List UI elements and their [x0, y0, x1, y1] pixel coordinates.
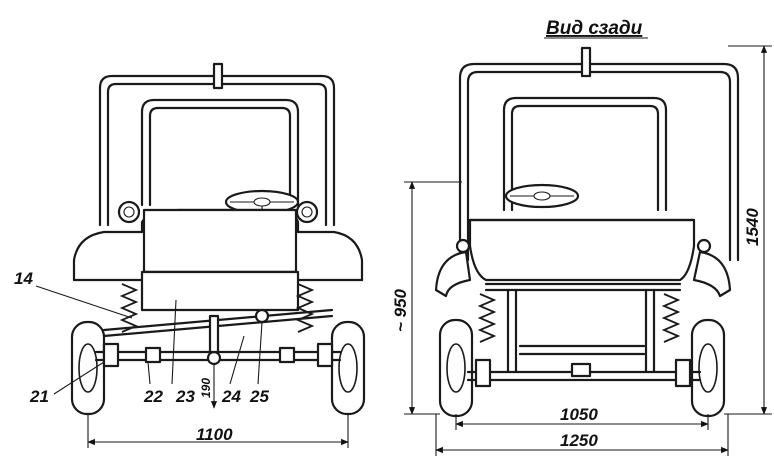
label-25: 25: [249, 387, 269, 406]
dim-190: 190: [199, 378, 213, 398]
label-22: 22: [143, 387, 163, 406]
label-23: 23: [175, 387, 195, 406]
label-14: 14: [14, 269, 33, 288]
dim-1540: 1540: [743, 208, 762, 246]
label-21: 21: [29, 387, 49, 406]
dim-1050: 1050: [560, 405, 598, 424]
dim-1100: 1100: [196, 425, 233, 444]
rear-view: [404, 45, 772, 456]
dim-1250: 1250: [560, 431, 598, 450]
label-24: 24: [221, 387, 241, 406]
view-title: Вид сзади: [546, 18, 643, 39]
dim-950: ~ 950: [391, 288, 410, 332]
label-leaders: [35, 285, 263, 395]
front-view: [70, 62, 366, 448]
